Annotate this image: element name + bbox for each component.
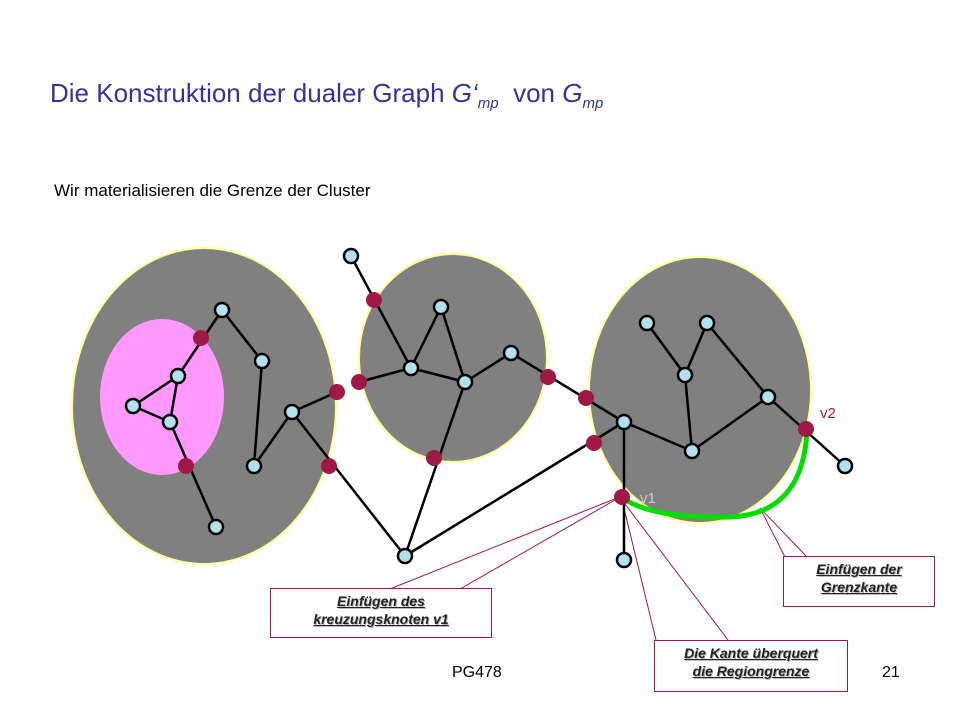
title-g: G xyxy=(562,78,583,108)
footer-course-code: PG478 xyxy=(452,664,502,681)
callout-crossing-vertex-line1: Einfügen des xyxy=(337,593,425,609)
graph-node xyxy=(836,457,854,475)
graph-node xyxy=(213,301,231,319)
callout-border-edge-line2: Grenzkante xyxy=(820,579,898,595)
callout-region-crossing: Die Kante überquert die Regiongrenze xyxy=(654,640,848,692)
title-g-prime: G‘ xyxy=(451,78,478,108)
crossing-node-v2 xyxy=(798,421,814,437)
graph-node xyxy=(245,457,263,475)
graph-node xyxy=(432,298,450,316)
graph-node xyxy=(683,442,701,460)
label-v1: v1 xyxy=(640,490,656,507)
graph-node xyxy=(615,551,633,569)
cluster-middle xyxy=(358,253,548,463)
crossing-node xyxy=(321,458,337,474)
crossing-node xyxy=(540,369,556,385)
crossing-node xyxy=(178,458,194,474)
callout-border-edge: Einfügen der Grenzkante xyxy=(783,556,935,607)
graph-node xyxy=(615,413,633,431)
crossing-node xyxy=(426,450,442,466)
graph-node xyxy=(253,352,271,370)
crossing-node xyxy=(586,435,602,451)
callout-crossing-vertex: Einfügen des kreuzungsknoten v1 xyxy=(270,588,492,638)
graph-nodes xyxy=(124,247,854,569)
label-v2: v2 xyxy=(820,405,836,422)
title-text-before: Die Konstruktion der dualer Graph xyxy=(50,78,452,108)
page-number: 21 xyxy=(882,664,900,681)
crossing-node xyxy=(578,390,594,406)
graph-node xyxy=(124,397,142,415)
title-text-mid: von xyxy=(498,78,563,108)
graph-node xyxy=(698,314,716,332)
graph-node xyxy=(402,359,420,377)
crossing-node xyxy=(366,292,382,308)
crossing-node xyxy=(329,384,345,400)
title-sub-mp-2: mp xyxy=(582,95,604,112)
graph-node xyxy=(283,403,301,421)
graph-node xyxy=(169,367,187,385)
border-edge xyxy=(619,427,810,520)
crossing-node-v1 xyxy=(614,489,630,505)
graph-node xyxy=(502,344,520,362)
graph-node xyxy=(638,314,656,332)
graph-node xyxy=(396,547,414,565)
slide-title: Die Konstruktion der dualer Graph G‘mp v… xyxy=(50,78,603,112)
graph-node xyxy=(456,373,474,391)
callout-region-crossing-line2: die Regiongrenze xyxy=(692,663,810,679)
slide-subtitle: Wir materialisieren die Grenze der Clust… xyxy=(54,181,371,200)
crossing-node xyxy=(351,374,367,390)
graph-node xyxy=(161,413,179,431)
graph-edges xyxy=(130,254,847,562)
inner-region xyxy=(100,319,224,475)
callout-crossing-vertex-line2: kreuzungsknoten v1 xyxy=(313,611,449,627)
graph-node xyxy=(676,366,694,384)
crossing-nodes xyxy=(178,292,814,505)
title-sub-mp-1: mp xyxy=(477,95,499,112)
callout-border-edge-line1: Einfügen der xyxy=(816,561,902,577)
callout-region-crossing-line1: Die Kante überquert xyxy=(684,645,818,661)
graph-node xyxy=(207,518,225,536)
crossing-node xyxy=(193,330,209,346)
cluster-right xyxy=(588,256,812,524)
graph-node xyxy=(759,388,777,406)
graph-node xyxy=(342,247,360,265)
